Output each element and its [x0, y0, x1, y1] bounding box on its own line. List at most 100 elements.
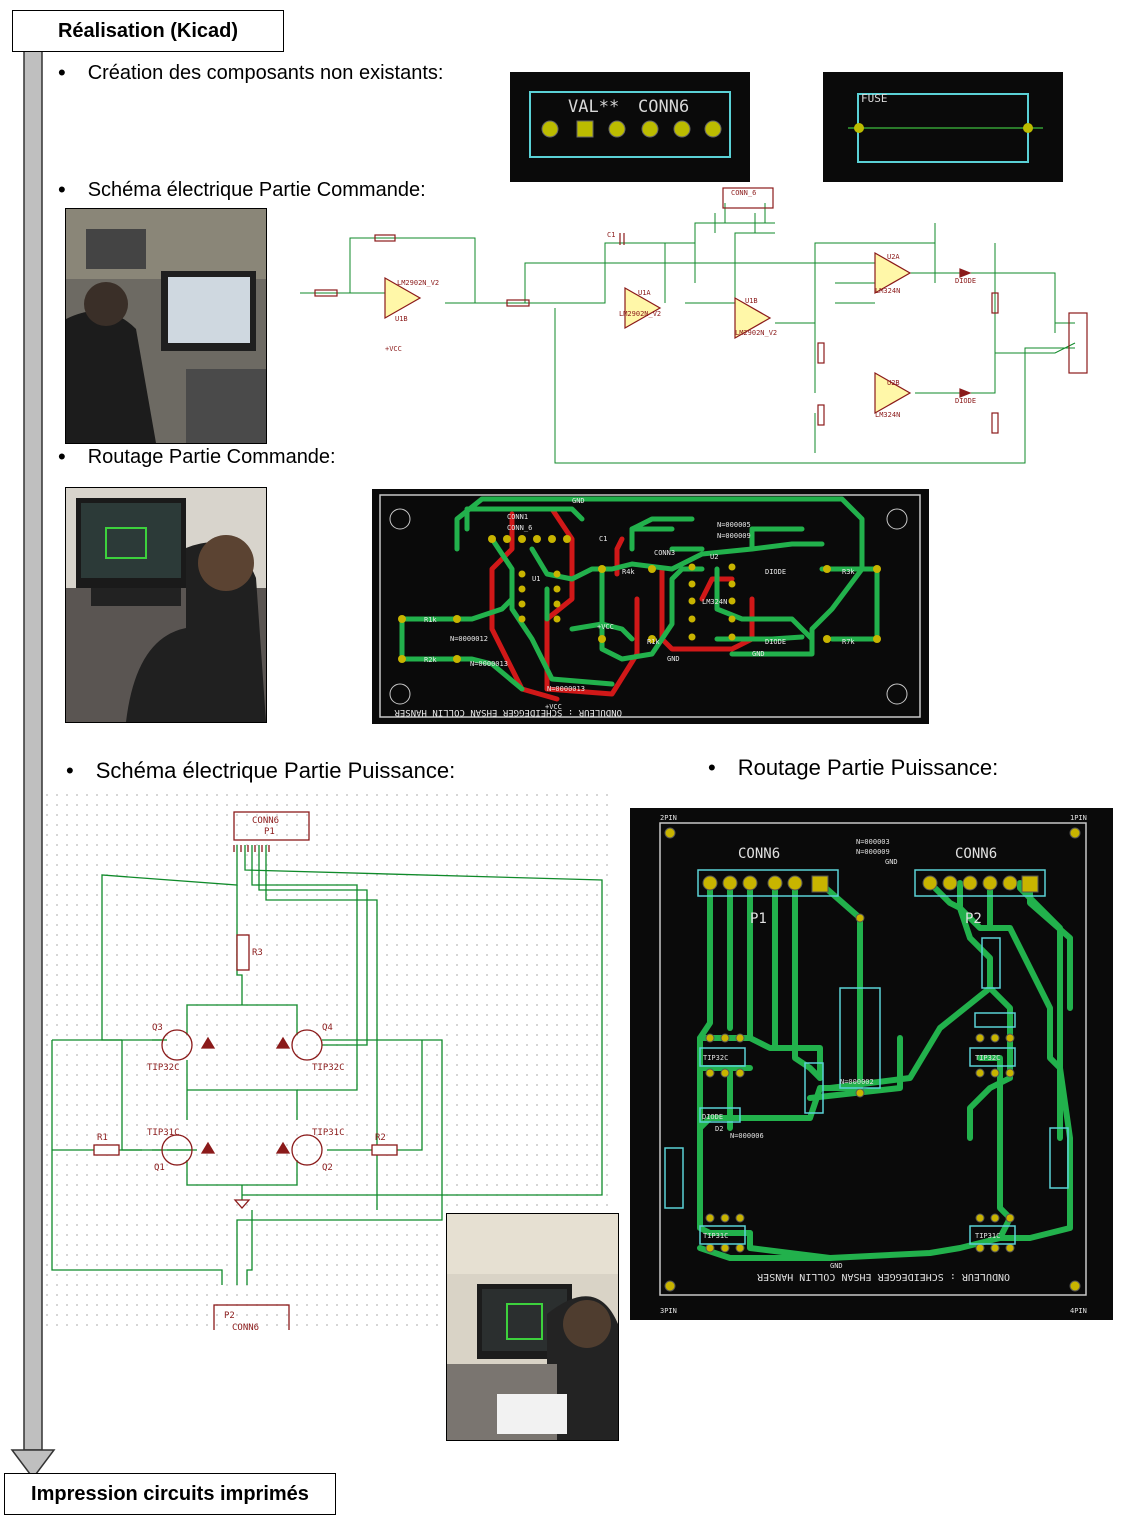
svg-text:+VCC: +VCC — [597, 623, 614, 631]
svg-text:TIP32C: TIP32C — [312, 1063, 345, 1073]
footprint-fuse-name: FUSE — [861, 92, 888, 105]
svg-text:CONN_6: CONN_6 — [507, 524, 532, 532]
svg-text:4PIN: 4PIN — [1070, 1307, 1087, 1315]
svg-text:U1: U1 — [532, 575, 540, 583]
svg-text:U1B: U1B — [745, 297, 758, 305]
bullet-power-schematic: •Schéma électrique Partie Puissance: — [66, 758, 456, 783]
svg-text:CONN1: CONN1 — [507, 513, 528, 521]
photo-student-pcb — [446, 1213, 619, 1441]
svg-text:U1A: U1A — [638, 289, 651, 297]
svg-text:3PIN: 3PIN — [660, 1307, 677, 1315]
svg-text:CONN6: CONN6 — [955, 846, 997, 862]
photo-student-routing — [65, 487, 267, 723]
svg-text:+VCC: +VCC — [385, 345, 402, 353]
svg-text:P2: P2 — [965, 911, 982, 927]
svg-text:DIODE: DIODE — [702, 1113, 723, 1121]
svg-text:DIODE: DIODE — [955, 277, 976, 285]
svg-text:GND: GND — [885, 858, 898, 866]
photo-student-schematic — [65, 208, 267, 444]
footer-title: Impression circuits imprimés — [4, 1473, 336, 1515]
svg-text:Q4: Q4 — [322, 1023, 333, 1033]
svg-text:R1: R1 — [97, 1133, 108, 1143]
footprint-conn6: VAL** CONN6 — [510, 72, 750, 182]
svg-text:R3: R3 — [252, 948, 263, 958]
svg-text:N=000003: N=000003 — [856, 838, 890, 846]
svg-text:2PIN: 2PIN — [660, 814, 677, 822]
bullet-command-schematic: •Schéma électrique Partie Commande: — [58, 177, 426, 202]
svg-text:U2: U2 — [710, 553, 718, 561]
svg-text:U1B: U1B — [395, 315, 408, 323]
svg-text:R7k: R7k — [842, 638, 855, 646]
svg-text:TIP32C: TIP32C — [147, 1063, 180, 1073]
svg-text:CONN6: CONN6 — [252, 816, 279, 826]
svg-text:C1: C1 — [607, 231, 615, 239]
svg-text:DIODE: DIODE — [955, 397, 976, 405]
svg-text:R1k: R1k — [647, 638, 660, 646]
svg-text:LM324N: LM324N — [702, 598, 727, 606]
svg-text:N=000006: N=000006 — [730, 1132, 764, 1140]
svg-text:GND: GND — [752, 650, 765, 658]
bullet-power-schematic-text: Schéma électrique Partie Puissance: — [95, 758, 456, 783]
svg-text:P1: P1 — [750, 911, 767, 927]
svg-text:LM2902N_V2: LM2902N_V2 — [619, 310, 661, 318]
bullet-command-routing-text: Routage Partie Commande: — [87, 445, 336, 468]
footprint-name: CONN6 — [638, 97, 689, 117]
bullet-components-text: Création des composants non existants: — [87, 61, 444, 84]
svg-text:LM2902N_V2: LM2902N_V2 — [397, 279, 439, 287]
svg-text:LM324N: LM324N — [875, 411, 900, 419]
bullet-command-schematic-text: Schéma électrique Partie Commande: — [87, 178, 426, 201]
svg-text:Q2: Q2 — [322, 1163, 333, 1173]
svg-text:TIP31C: TIP31C — [975, 1232, 1000, 1240]
svg-text:N=000005: N=000005 — [717, 521, 751, 529]
svg-text:LM324N: LM324N — [875, 287, 900, 295]
svg-text:DIODE: DIODE — [765, 638, 786, 646]
svg-text:U2A: U2A — [887, 253, 900, 261]
svg-text:C1: C1 — [599, 535, 607, 543]
svg-text:CONN6: CONN6 — [232, 1323, 259, 1330]
svg-text:P1: P1 — [264, 827, 275, 837]
svg-text:D2: D2 — [715, 1125, 723, 1133]
bullet-command-routing: •Routage Partie Commande: — [58, 444, 336, 469]
svg-text:CONN_6: CONN_6 — [731, 189, 756, 197]
footprint-val: VAL** — [568, 97, 619, 117]
bullet-power-routing: •Routage Partie Puissance: — [708, 755, 999, 780]
svg-text:TIP31C: TIP31C — [312, 1128, 345, 1138]
svg-text:CONN3: CONN3 — [654, 549, 675, 557]
svg-text:GND: GND — [667, 655, 680, 663]
svg-text:R4k: R4k — [622, 568, 635, 576]
svg-text:DIODE: DIODE — [765, 568, 786, 576]
svg-text:+VCC: +VCC — [545, 703, 562, 711]
svg-text:Q1: Q1 — [154, 1163, 165, 1173]
command-schematic: LM2902N_V2 U1B U1A LM2902N_V2 U1B LM2902… — [295, 183, 1095, 483]
svg-text:R2k: R2k — [424, 656, 437, 664]
svg-text:R1k: R1k — [424, 616, 437, 624]
svg-text:N=0000012: N=0000012 — [450, 635, 488, 643]
svg-text:N=0000013: N=0000013 — [547, 685, 585, 693]
svg-text:TIP31C: TIP31C — [147, 1128, 180, 1138]
svg-text:LM2902N_V2: LM2902N_V2 — [735, 329, 777, 337]
svg-text:R3k: R3k — [842, 568, 855, 576]
svg-text:CONN6: CONN6 — [738, 846, 780, 862]
svg-text:GND: GND — [572, 497, 585, 505]
svg-text:P2: P2 — [224, 1311, 235, 1321]
command-pcb-signature: ONDULEUR : SCHEIDEGGER EHSAN COLLIN HANS… — [394, 707, 622, 717]
command-pcb: GND CONN1 CONN_6 C1 CONN3 N=000005 N=000… — [372, 489, 929, 724]
svg-text:N=000002: N=000002 — [840, 1078, 874, 1086]
svg-text:N=000009: N=000009 — [717, 532, 751, 540]
svg-text:N=0000013: N=0000013 — [470, 660, 508, 668]
power-pcb: CONN6 CONN6 P1 P2 N=000003 N=000009 GND … — [630, 808, 1113, 1320]
svg-text:TIP31C: TIP31C — [703, 1232, 728, 1240]
svg-text:TIP32C: TIP32C — [703, 1054, 728, 1062]
page-title: Réalisation (Kicad) — [12, 10, 284, 52]
svg-text:Q3: Q3 — [152, 1023, 163, 1033]
bullet-components: •Création des composants non existants: — [58, 60, 444, 85]
footprint-fuse: FUSE — [823, 72, 1063, 182]
svg-text:1PIN: 1PIN — [1070, 814, 1087, 822]
bullet-power-routing-text: Routage Partie Puissance: — [737, 755, 999, 780]
svg-text:R2: R2 — [375, 1133, 386, 1143]
power-pcb-signature: ONDULEUR : SCHEIDEGGER EHSAN COLLIN HANS… — [756, 1271, 1010, 1282]
svg-text:TIP32C: TIP32C — [975, 1054, 1000, 1062]
svg-text:GND: GND — [830, 1262, 843, 1270]
svg-text:N=000009: N=000009 — [856, 848, 890, 856]
svg-text:U2B: U2B — [887, 379, 900, 387]
